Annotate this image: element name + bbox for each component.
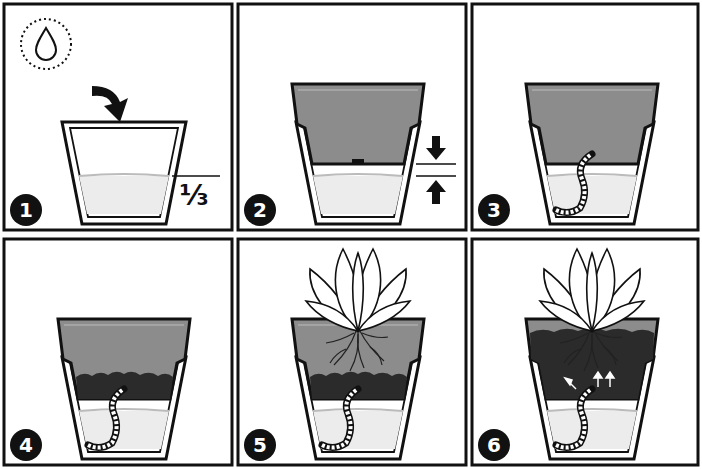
step-number: 4: [19, 435, 33, 455]
step-number: 2: [253, 200, 267, 220]
step-number: 1: [19, 200, 33, 220]
step-number: 3: [487, 200, 501, 220]
step-number: 5: [253, 435, 267, 455]
step-number: 6: [487, 435, 501, 455]
fill-level-label: ⅓: [180, 182, 209, 210]
